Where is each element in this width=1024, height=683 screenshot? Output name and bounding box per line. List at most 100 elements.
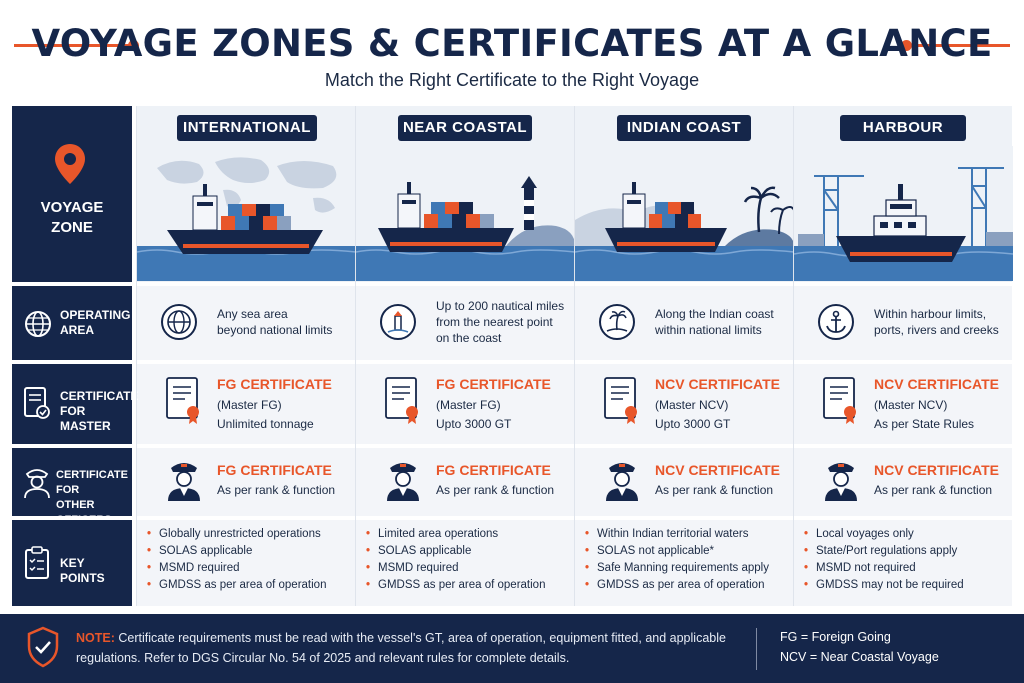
zone-column-indian-coast: INDIAN COAST: [574, 106, 794, 606]
zone-header-international: INTERNATIONAL: [177, 115, 317, 141]
page-subtitle: Match the Right Certificate to the Right…: [324, 70, 700, 90]
row-label-operating-line2: AREA: [60, 323, 95, 337]
officers-cert-title: FG CERTIFICATE: [217, 462, 332, 478]
zones-table: VOYAGE ZONE OPERATING AREA CERTIFICATE F: [12, 106, 1013, 606]
key-point: MSMD not required: [804, 560, 964, 577]
operating-area-line: from the nearest point: [436, 315, 553, 329]
master-cert-detail: Upto 3000 GT: [655, 417, 731, 431]
officers-cert-title: FG CERTIFICATE: [436, 462, 551, 478]
certificate-check-icon: [24, 387, 50, 419]
master-cert-sub: (Master FG): [217, 398, 282, 412]
key-point: GMDSS as per area of operation: [585, 577, 769, 594]
key-point: State/Port regulations apply: [804, 543, 964, 560]
key-point: SOLAS applicable: [366, 543, 545, 560]
key-point: Limited area operations: [366, 526, 545, 543]
scene-harbour: [794, 146, 1013, 281]
location-pin-icon: [55, 144, 85, 184]
operating-area-line: Any sea area: [217, 307, 288, 321]
master-cert-sub: (Master NCV): [655, 398, 729, 412]
zone-column-harbour: HARBOUR: [793, 106, 1013, 606]
operating-area-line: Within harbour limits,: [874, 307, 987, 321]
globe-icon: [161, 304, 197, 340]
master-cert-detail: As per State Rules: [874, 417, 975, 431]
certificate-icon: [166, 377, 199, 424]
row-label-master: CERTIFICATE FOR MASTER: [12, 364, 138, 444]
palm-island-icon: [599, 304, 635, 340]
row-label-keypoints-text: KEY POINTS: [60, 556, 105, 585]
footer-note-bar: NOTE: Certificate requirements must be r…: [0, 614, 1024, 683]
master-cert-sub: (Master FG): [436, 398, 501, 412]
officers-cert-detail: As per rank & function: [655, 483, 774, 497]
certificate-icon: [604, 377, 637, 424]
note-text: Certificate requirements must be read wi…: [76, 631, 726, 665]
shield-check-icon: [27, 626, 59, 668]
master-cert-detail: Upto 3000 GT: [436, 417, 512, 431]
master-cert-title: FG CERTIFICATE: [217, 376, 332, 392]
zone-header-near-coastal: NEAR COASTAL: [398, 115, 532, 141]
cargo-ship-palm-island-illustration: [575, 146, 794, 281]
officer-icon: [387, 463, 419, 501]
note-label: NOTE:: [76, 631, 115, 645]
operating-area-text: Up to 200 nautical miles from the neares…: [436, 298, 571, 346]
officers-cert-detail: As per rank & function: [436, 483, 555, 497]
operating-area-line: within national limits: [655, 323, 762, 337]
key-point: Safe Manning requirements apply: [585, 560, 769, 577]
key-point: Local voyages only: [804, 526, 964, 543]
operating-area-line: on the coast: [436, 331, 502, 345]
officer-icon: [825, 463, 857, 501]
page-title: VOYAGE ZONES & CERTIFICATES AT A GLANCE: [31, 22, 993, 65]
zone-column-near-coastal: NEAR COASTAL: [355, 106, 575, 606]
key-point: SOLAS not applicable*: [585, 543, 769, 560]
checklist-icon: [25, 546, 49, 579]
row-label-master-line2: FOR MASTER: [60, 404, 111, 433]
operating-area-line: Up to 200 nautical miles: [436, 299, 565, 313]
operating-area-text: Along the Indian coast within national l…: [655, 306, 790, 338]
header: VOYAGE ZONES & CERTIFICATES AT A GLANCE …: [0, 0, 1024, 100]
globe-icon: [25, 311, 51, 337]
row-label-operating-area: OPERATING AREA: [12, 286, 132, 360]
legend-ncv: NCV = Near Coastal Voyage: [780, 650, 939, 664]
scene-international: [137, 146, 356, 281]
row-label-operating-line1: OPERATING: [60, 308, 131, 322]
title-rule-right: [906, 44, 1010, 47]
cargo-ship-world-map-illustration: [137, 146, 356, 281]
row-label-officers-line1: CERTIFICATE FOR: [56, 469, 128, 496]
zone-header-harbour: HARBOUR: [840, 115, 966, 141]
officer-icon: [24, 469, 50, 499]
scene-indian-coast: [575, 146, 794, 281]
key-point: MSMD required: [147, 560, 326, 577]
row-label-zone-line1: VOYAGE: [40, 199, 104, 216]
footer-divider: [756, 628, 757, 670]
operating-area-text: Any sea area beyond national limits: [217, 306, 352, 338]
key-point: Within Indian territorial waters: [585, 526, 769, 543]
lighthouse-icon: [380, 304, 416, 340]
footer-note: NOTE: Certificate requirements must be r…: [76, 628, 736, 668]
tugboat-harbour-cranes-illustration: [794, 146, 1013, 281]
officers-cert-detail: As per rank & function: [874, 483, 993, 497]
key-points-list: Local voyages only State/Port regulation…: [804, 526, 964, 594]
officer-icon: [168, 463, 200, 501]
row-label-voyage-zone: VOYAGE ZONE: [12, 106, 132, 282]
master-cert-title: NCV CERTIFICATE: [655, 376, 780, 392]
officers-cert-detail: As per rank & function: [217, 483, 336, 497]
key-point: MSMD required: [366, 560, 545, 577]
key-point: GMDSS as per area of operation: [366, 577, 545, 594]
master-cert-title: FG CERTIFICATE: [436, 376, 551, 392]
zone-column-international: INTERNATIONAL: [136, 106, 356, 606]
key-point: SOLAS applicable: [147, 543, 326, 560]
operating-area-text: Within harbour limits, ports, rivers and…: [874, 306, 1011, 338]
key-point: GMDSS as per area of operation: [147, 577, 326, 594]
operating-area-line: ports, rivers and creeks: [874, 323, 999, 337]
row-label-officers: CERTIFICATE FOR OTHER OFFICERS: [12, 448, 132, 526]
officer-icon: [606, 463, 638, 501]
anchor-icon: [818, 304, 854, 340]
key-points-list: Globally unrestricted operations SOLAS a…: [147, 526, 326, 594]
officers-cert-title: NCV CERTIFICATE: [874, 462, 999, 478]
master-cert-title: NCV CERTIFICATE: [874, 376, 999, 392]
key-point: Globally unrestricted operations: [147, 526, 326, 543]
master-cert-detail: Unlimited tonnage: [217, 417, 314, 431]
master-cert-sub: (Master NCV): [874, 398, 948, 412]
operating-area-line: Along the Indian coast: [655, 307, 774, 321]
officers-cert-title: NCV CERTIFICATE: [655, 462, 780, 478]
row-label-master-line1: CERTIFICATE: [60, 389, 139, 403]
